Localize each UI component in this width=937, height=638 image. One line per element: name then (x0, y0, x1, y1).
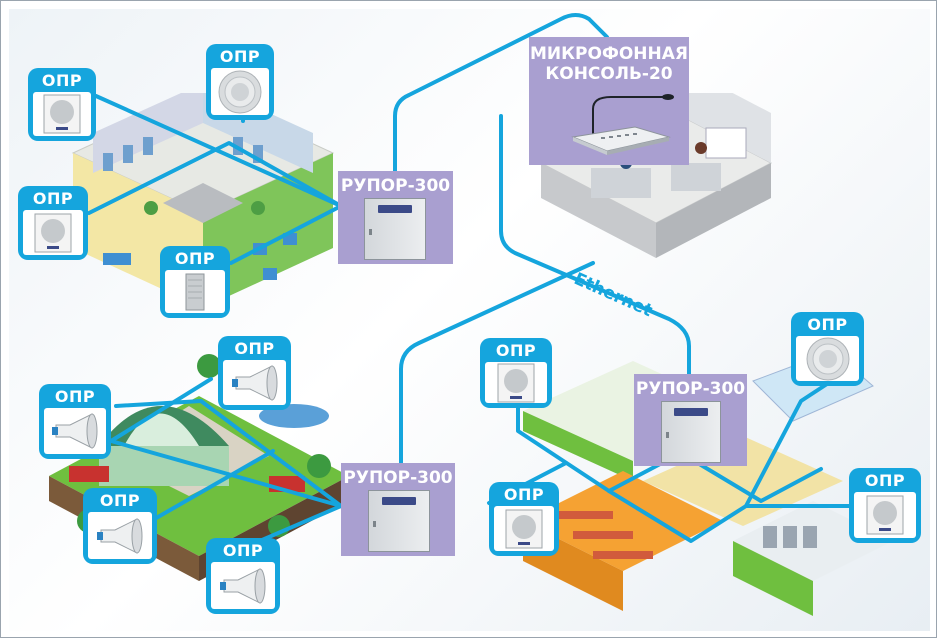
speaker-label: ОПР (174, 249, 216, 268)
wall-speaker-icon (23, 210, 83, 255)
wall-speaker-icon (494, 506, 554, 551)
controller-label: РУПОР-300 (635, 379, 746, 399)
speaker-card[interactable]: ОПР (480, 338, 552, 408)
cable-ethernet-to-bottom-controller (399, 261, 595, 471)
microphone-console-icon (571, 94, 674, 155)
horn-speaker-icon (88, 512, 152, 559)
controller-rupor-bottom[interactable]: РУПОР-300 (341, 463, 455, 556)
cable-mall-top-a (94, 94, 343, 208)
cable-mall-br-d (607, 489, 851, 543)
cable-park-b (109, 377, 343, 508)
controller-label: РУПОР-300 (343, 468, 453, 488)
speaker-card[interactable]: ОПР (791, 312, 864, 386)
speaker-label: ОПР (234, 339, 275, 358)
cable-mall-top-c (229, 204, 343, 265)
speaker-label: ОПР (222, 541, 264, 560)
speaker-card[interactable]: ОПР (206, 44, 274, 120)
cable-ethernet-backbone (393, 13, 609, 173)
wall-speaker-icon (854, 492, 916, 538)
amplifier-box-icon (364, 198, 426, 260)
amplifier-box-icon (368, 490, 430, 552)
speaker-card[interactable]: ОПР (849, 468, 921, 543)
cable-park-c (149, 449, 275, 523)
wall-speaker-icon (33, 92, 91, 136)
controller-rupor-right[interactable]: РУПОР-300 (634, 374, 747, 466)
speaker-label: ОПР (54, 387, 96, 406)
wall-speaker-icon (485, 362, 547, 403)
horn-speaker-icon (223, 360, 286, 405)
amplifier-box-icon (661, 401, 721, 463)
mall-scene-top-left (71, 93, 335, 308)
speaker-label: ОПР (99, 491, 141, 510)
column-speaker-icon (165, 270, 225, 313)
ceiling-speaker-icon (796, 336, 859, 381)
speaker-label: ОПР (807, 315, 848, 334)
cable-mall-br-e (744, 382, 829, 508)
speaker-label: ОПР (41, 71, 83, 90)
speaker-label: ОПР (864, 471, 906, 490)
horn-speaker-icon (44, 408, 106, 454)
ceiling-speaker-icon (211, 68, 269, 115)
horn-speaker-icon (211, 562, 275, 609)
speaker-card[interactable]: ОПР (206, 538, 280, 614)
microphone-console[interactable]: МИКРОФОННАЯ КОНСОЛЬ-20 (529, 37, 689, 165)
microphone-console-label: МИКРОФОННАЯ КОНСОЛЬ-20 (530, 44, 688, 84)
cable-ethernet-to-right-controller (499, 114, 691, 378)
cable-mall-br-c (607, 451, 823, 503)
cable-mall-br-a (516, 399, 611, 493)
speaker-card[interactable]: ОПР (39, 384, 111, 459)
cable-park-a (114, 399, 343, 508)
speaker-card[interactable]: ОПР (28, 68, 96, 141)
speaker-label: ОПР (32, 189, 74, 208)
controller-label: РУПОР-300 (340, 176, 451, 196)
controller-rupor-top[interactable]: РУПОР-300 (338, 171, 453, 264)
speaker-card[interactable]: ОПР (160, 246, 230, 318)
speaker-label: ОПР (495, 341, 537, 360)
speaker-card[interactable]: ОПР (83, 488, 157, 564)
speaker-card[interactable]: ОПР (489, 482, 559, 556)
cable-mall-top-b (87, 141, 343, 215)
speaker-label: ОПР (219, 47, 261, 66)
speaker-card[interactable]: ОПР (18, 186, 88, 260)
speaker-label: ОПР (503, 485, 545, 504)
speaker-card[interactable]: ОПР (218, 336, 291, 410)
